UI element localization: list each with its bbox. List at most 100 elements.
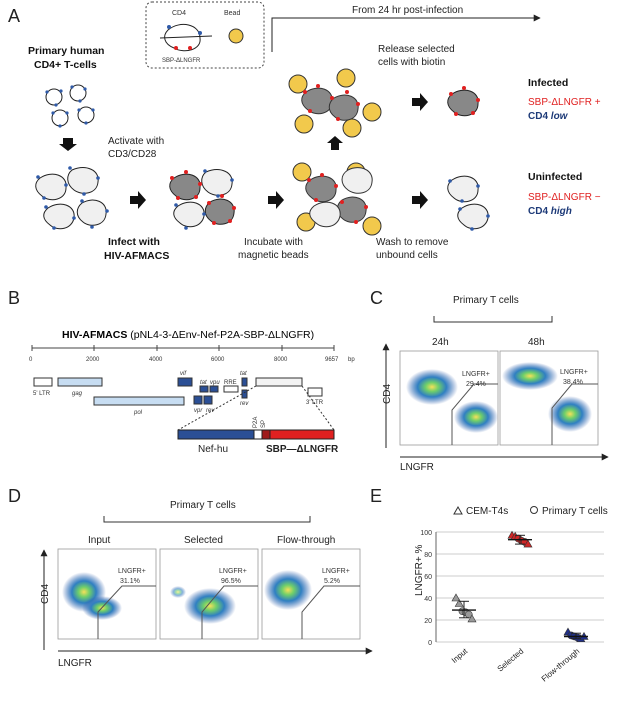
label-sbp-lngfr: SBP—ΔLNGFR xyxy=(266,444,339,455)
label-vpu: vpu xyxy=(210,380,220,386)
scale-ticks xyxy=(31,345,335,351)
wash-label-2: unbound cells xyxy=(376,250,438,261)
bead-icon xyxy=(228,28,244,44)
panel-letter-b: B xyxy=(8,288,20,308)
svg-text:8000: 8000 xyxy=(274,357,288,363)
c24-pop-neg xyxy=(406,369,458,405)
d-title-selected: Selected xyxy=(184,535,223,546)
incubate-label-2: magnetic beads xyxy=(238,250,309,261)
zoom-line-right xyxy=(301,385,335,431)
panel-letter-c: C xyxy=(370,288,383,308)
wash-label-1: Wash to remove xyxy=(376,237,449,248)
resting-cells xyxy=(45,84,95,127)
panel-letter-d: D xyxy=(8,486,21,506)
e-point-triangle xyxy=(451,593,461,602)
resting-cd4-dots xyxy=(45,85,95,128)
e-y-tick-label: 0 xyxy=(428,640,432,647)
incubate-label-1: Incubate with xyxy=(244,237,303,248)
timeline-label: From 24 hr post-infection xyxy=(352,5,463,16)
scale-tick-labels: 0 2000 4000 6000 8000 9657 bp xyxy=(29,357,355,363)
infected-mix-cd4-dots xyxy=(174,169,234,230)
d-plot-input: LNGFR+ 31.1% xyxy=(57,548,157,640)
construct-title: HIV-AFMACS (pNL4-3-ΔEnv-Nef-P2A-SBP-ΔLNG… xyxy=(62,329,314,341)
c-time-48h: 48h xyxy=(528,337,545,348)
gene-vpu xyxy=(209,385,219,393)
svg-text:9657: 9657 xyxy=(325,357,339,363)
panel-b: B HIV-AFMACS (pNL4-3-ΔEnv-Nef-P2A-SBP-ΔL… xyxy=(8,288,355,455)
e-x-tick-label: Input xyxy=(450,646,470,665)
label-vpr: vpr xyxy=(194,408,203,414)
d-plot-selected: LNGFR+ 96.5% xyxy=(159,548,259,640)
panel-d: D Primary T cells Input Selected Flow-th… xyxy=(8,486,373,669)
legend-bead-label: Bead xyxy=(224,10,240,17)
gene-rev1 xyxy=(203,395,213,405)
legend-circle-icon xyxy=(530,506,538,514)
gene-rev2 xyxy=(241,389,248,399)
svg-text:2000: 2000 xyxy=(86,357,100,363)
e-y-tick-label: 20 xyxy=(424,618,432,625)
right-arrow-2 xyxy=(268,191,284,209)
gene-3ltr xyxy=(307,387,323,397)
d-input-percent: 31.1% xyxy=(120,578,140,585)
gene-pol xyxy=(93,396,185,406)
infect-label-1: Infect with xyxy=(108,236,160,248)
bead-bound-sbp-dots xyxy=(307,173,368,224)
label-sp: SP xyxy=(261,420,267,428)
activated-cells xyxy=(35,167,107,230)
activate-label-2: CD3/CD28 xyxy=(108,149,157,160)
timeline-arrow xyxy=(271,14,541,52)
c-group-label: Primary T cells xyxy=(453,295,519,306)
cassette-nef xyxy=(177,429,255,440)
svg-text:bp: bp xyxy=(348,357,355,363)
e-y-tick-label: 40 xyxy=(424,596,432,603)
gene-rre xyxy=(223,385,239,393)
legend-box xyxy=(145,1,265,69)
e-x-tick-label: Flow-through xyxy=(540,647,582,684)
cassette-p2a xyxy=(253,429,263,440)
infected-title: Infected xyxy=(528,77,568,89)
panel-e: E CEM-T4s Primary T cells LNGFR+ % 02040… xyxy=(370,486,608,684)
legend-triangle-icon xyxy=(453,505,463,515)
right-arrow-3 xyxy=(412,191,428,209)
gene-tat2 xyxy=(241,377,248,387)
c24-percent: 29.4% xyxy=(466,381,486,388)
infected-mix xyxy=(169,169,235,228)
label-rre: RRE xyxy=(224,380,237,386)
cassette-sp xyxy=(261,429,271,440)
legend-sbp-label: SBP-ΔLNGFR xyxy=(162,58,201,64)
c-plot-24h: LNGFR+ 29.4% xyxy=(399,350,499,446)
svg-text:0: 0 xyxy=(29,357,33,363)
e-y-label: LNGFR+ % xyxy=(414,544,425,596)
label-pol: pol xyxy=(133,410,143,416)
c48-pop-neg xyxy=(502,362,558,390)
gene-tat1 xyxy=(199,385,209,393)
e-x-tick-label: Selected xyxy=(496,647,526,674)
down-arrow-1 xyxy=(59,138,77,151)
gene-5ltr xyxy=(33,377,53,387)
e-point-triangle xyxy=(454,598,464,607)
gene-vif xyxy=(177,377,193,387)
infected-output-cell xyxy=(447,86,480,117)
label-p2a: P2A xyxy=(253,417,259,428)
e-point-triangle xyxy=(523,539,533,548)
cassette-sbp xyxy=(269,429,335,440)
d-group-label: Primary T cells xyxy=(170,500,236,511)
legend-cd4-label: CD4 xyxy=(172,10,186,17)
activated-cd4-dots xyxy=(36,166,109,230)
c-time-24h: 24h xyxy=(432,337,449,348)
d-x-label: LNGFR xyxy=(58,658,92,669)
label-rev2: rev xyxy=(240,401,249,407)
uninfected-cd4-dots xyxy=(448,179,490,231)
uninfected-sbp-status: SBP-ΔLNGFR − xyxy=(528,192,601,203)
bead-bound-cells xyxy=(292,162,382,236)
label-tat1: tat xyxy=(200,380,207,386)
d-title-flow-through: Flow-through xyxy=(277,535,335,546)
panel-letter-a: A xyxy=(8,6,20,26)
d-selected-gate-label: LNGFR+ xyxy=(219,568,247,575)
c-plot-48h: LNGFR+ 38.4% xyxy=(499,350,599,446)
label-nef-hu: Nef-hu xyxy=(198,444,228,455)
d-flow-percent: 5.2% xyxy=(324,578,340,585)
d-group-bracket xyxy=(103,516,311,523)
